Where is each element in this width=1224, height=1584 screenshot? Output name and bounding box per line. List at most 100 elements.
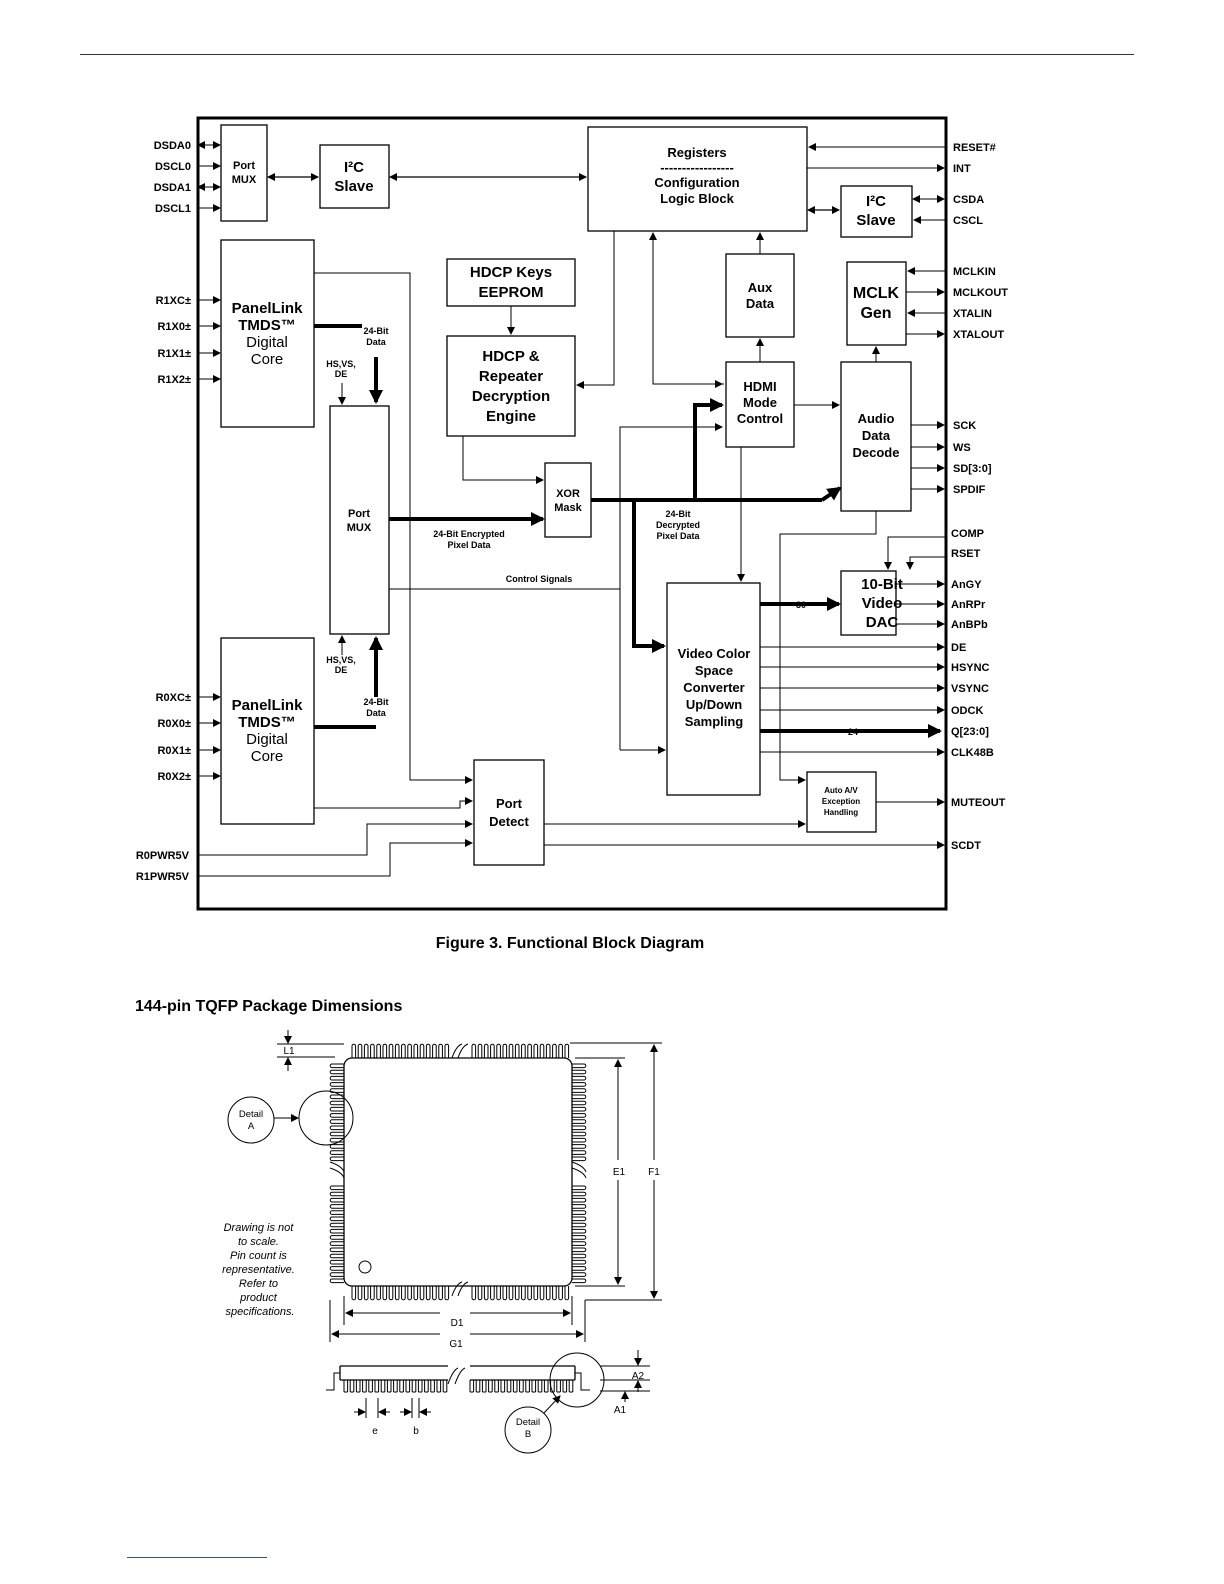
- hsvsde-top-line2: DE: [335, 369, 348, 379]
- package-pin: [477, 1286, 483, 1301]
- xor-line2: Mask: [554, 502, 582, 514]
- package-pin: [363, 1286, 369, 1301]
- package-pin: [329, 1082, 344, 1087]
- package-pin: [329, 1150, 344, 1155]
- package-pin: [394, 1286, 400, 1301]
- footer-link-rule: [127, 1557, 267, 1558]
- pin-de: DE: [951, 642, 966, 654]
- i2c-left-line2: Slave: [334, 178, 373, 195]
- package-pin: [483, 1043, 489, 1058]
- package-pin: [527, 1286, 532, 1301]
- registers-line2: -----------------: [660, 160, 734, 175]
- csc-line2: Space: [695, 663, 733, 678]
- package-pin: [376, 1043, 381, 1058]
- panellink-top-block: [220, 239, 315, 428]
- package-pin: [329, 1069, 344, 1075]
- side-pin: [537, 1380, 543, 1393]
- hdcp-keys-line2: EEPROM: [478, 284, 543, 301]
- package-pin: [572, 1082, 587, 1087]
- pin-dscl1: DSCL1: [155, 203, 191, 215]
- pin-mclkin: MCLKIN: [953, 266, 996, 278]
- pin-xtalout: XTALOUT: [953, 329, 1004, 341]
- csc-line3: Converter: [683, 680, 744, 695]
- note-line4: representative.: [222, 1264, 295, 1276]
- pin-r0xc: R0XC±: [156, 692, 191, 704]
- package-pin: [521, 1043, 526, 1058]
- pin-sck: SCK: [953, 420, 976, 432]
- pin-dscl0: DSCL0: [155, 161, 191, 173]
- i2c-right-line2: Slave: [856, 212, 895, 229]
- dim-a2: A2: [632, 1371, 645, 1382]
- pin-xtalin: XTALIN: [953, 308, 992, 320]
- break-mark-bottom: [451, 1281, 469, 1297]
- pin-r0x1: R0X1±: [157, 745, 191, 757]
- note-line6: product: [239, 1292, 278, 1304]
- package-pin: [370, 1043, 375, 1058]
- package-pin: [572, 1106, 587, 1112]
- package-pin: [329, 1100, 344, 1106]
- package-pin: [572, 1259, 587, 1265]
- package-pin: [419, 1286, 425, 1301]
- detail-b-line2: B: [525, 1429, 531, 1440]
- package-pin: [572, 1100, 587, 1106]
- package-pin: [329, 1137, 344, 1143]
- package-pin: [329, 1278, 344, 1284]
- package-pin: [471, 1043, 477, 1058]
- panellink-top-line2: TMDS™: [238, 317, 296, 334]
- package-pin: [329, 1106, 344, 1112]
- dim-e1: E1: [613, 1167, 626, 1178]
- package-pin: [572, 1156, 587, 1162]
- port-detect-line2: Detect: [489, 814, 529, 829]
- pin-csda: CSDA: [953, 194, 984, 206]
- dim-e: e: [372, 1426, 378, 1437]
- pin-dsda0: DSDA0: [154, 140, 191, 152]
- hsvsde-bottom-line2: DE: [335, 665, 348, 675]
- package-pin: [438, 1043, 443, 1058]
- audio-line3: Decode: [853, 445, 900, 460]
- package-pin: [558, 1043, 563, 1058]
- port-mux-mid-block: [329, 405, 390, 635]
- side-pin: [349, 1380, 355, 1393]
- detail-a-line1: Detail: [239, 1109, 263, 1120]
- side-pin: [512, 1380, 518, 1393]
- package-pin: [572, 1075, 587, 1081]
- registers-block: [587, 126, 808, 232]
- side-pin: [562, 1380, 568, 1393]
- pin-angy: AnGY: [951, 579, 982, 591]
- side-pin: [343, 1380, 349, 1393]
- encrypted-line2: Pixel Data: [447, 540, 491, 550]
- side-pin: [411, 1380, 417, 1393]
- package-pin: [329, 1266, 344, 1271]
- package-pin: [407, 1286, 412, 1301]
- package-pin: [382, 1043, 388, 1058]
- package-pin: [329, 1222, 344, 1228]
- package-pin: [444, 1043, 450, 1058]
- package-pin: [572, 1119, 587, 1124]
- pin-r0x0: R0X0±: [157, 718, 191, 730]
- side-pin: [405, 1380, 411, 1393]
- port-mux-top-line1: Port: [233, 160, 255, 172]
- side-pin: [531, 1380, 537, 1393]
- side-pin: [380, 1380, 386, 1393]
- pin-hsync: HSYNC: [951, 662, 990, 674]
- pin-sd: SD[3:0]: [953, 463, 992, 475]
- package-pin: [572, 1088, 587, 1093]
- chip-outline: [196, 116, 948, 911]
- decrypted-line2: Decrypted: [656, 520, 700, 530]
- package-pin: [382, 1286, 388, 1301]
- package-pin: [572, 1278, 587, 1284]
- svg-text:Registers-----------------Conf: Registers-----------------ConfigurationL…: [654, 145, 739, 206]
- side-pin: [469, 1380, 475, 1393]
- csc-line4: Up/Down: [686, 697, 742, 712]
- dim-f1: F1: [648, 1167, 660, 1178]
- pin-r1xc: R1XC±: [156, 295, 191, 307]
